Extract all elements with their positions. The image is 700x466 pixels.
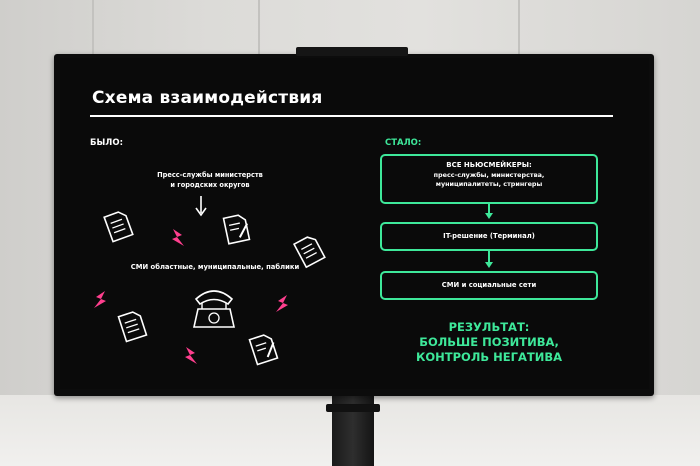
document-icon <box>292 236 326 269</box>
press-services-label: Пресс-службы министерств и городских окр… <box>140 170 280 190</box>
newsmakers-line-2: пресс-службы, министерства, <box>433 170 545 179</box>
lightning-icon <box>276 295 288 312</box>
telephone-icon <box>193 290 235 328</box>
media-social-box: СМИ и социальные сети <box>380 271 598 300</box>
after-heading: СТАЛО: <box>385 138 422 148</box>
media-label: СМИ областные, муниципальные, паблики <box>130 263 300 271</box>
flow-arrow-line <box>488 204 490 214</box>
result-line-2: БОЛЬШЕ ПОЗИТИВА, <box>419 335 559 349</box>
document-edit-icon <box>222 214 251 245</box>
flow-arrow-line <box>488 251 490 263</box>
monitor-screen: Схема взаимодействия БЫЛО: СТАЛО: Пресс-… <box>60 58 649 389</box>
newsmakers-title: ВСЕ НЬЮСМЕЙКЕРЫ: <box>446 161 532 169</box>
lightning-icon <box>94 291 106 308</box>
flow-arrow-icon <box>485 262 493 268</box>
lightning-icon <box>185 347 197 364</box>
document-icon <box>117 311 148 343</box>
press-line-1: Пресс-службы министерств <box>157 171 263 179</box>
slide-title: Схема взаимодействия <box>92 88 323 108</box>
down-arrow-icon <box>195 196 207 217</box>
newsmakers-box: ВСЕ НЬЮСМЕЙКЕРЫ: пресс-службы, министерс… <box>380 154 598 204</box>
result-text: РЕЗУЛЬТАТ: БОЛЬШЕ ПОЗИТИВА, КОНТРОЛЬ НЕГ… <box>380 320 598 365</box>
result-line-1: РЕЗУЛЬТАТ: <box>448 320 530 334</box>
title-underline <box>90 115 613 117</box>
icons-layer <box>94 196 326 366</box>
newsmakers-line-3: муниципалитеты, стрингеры <box>435 180 543 188</box>
document-icon <box>103 211 134 243</box>
before-heading: БЫЛО: <box>90 138 123 148</box>
monitor-stand-ring <box>326 404 380 412</box>
result-line-3: КОНТРОЛЬ НЕГАТИВА <box>415 350 562 364</box>
webcam-bar <box>296 47 408 56</box>
flow-arrow-icon <box>485 213 493 219</box>
press-line-2: и городских округов <box>170 181 250 189</box>
it-solution-box: IT-решение (Терминал) <box>380 222 598 251</box>
lightning-icon <box>172 229 184 246</box>
document-edit-icon <box>248 334 279 366</box>
